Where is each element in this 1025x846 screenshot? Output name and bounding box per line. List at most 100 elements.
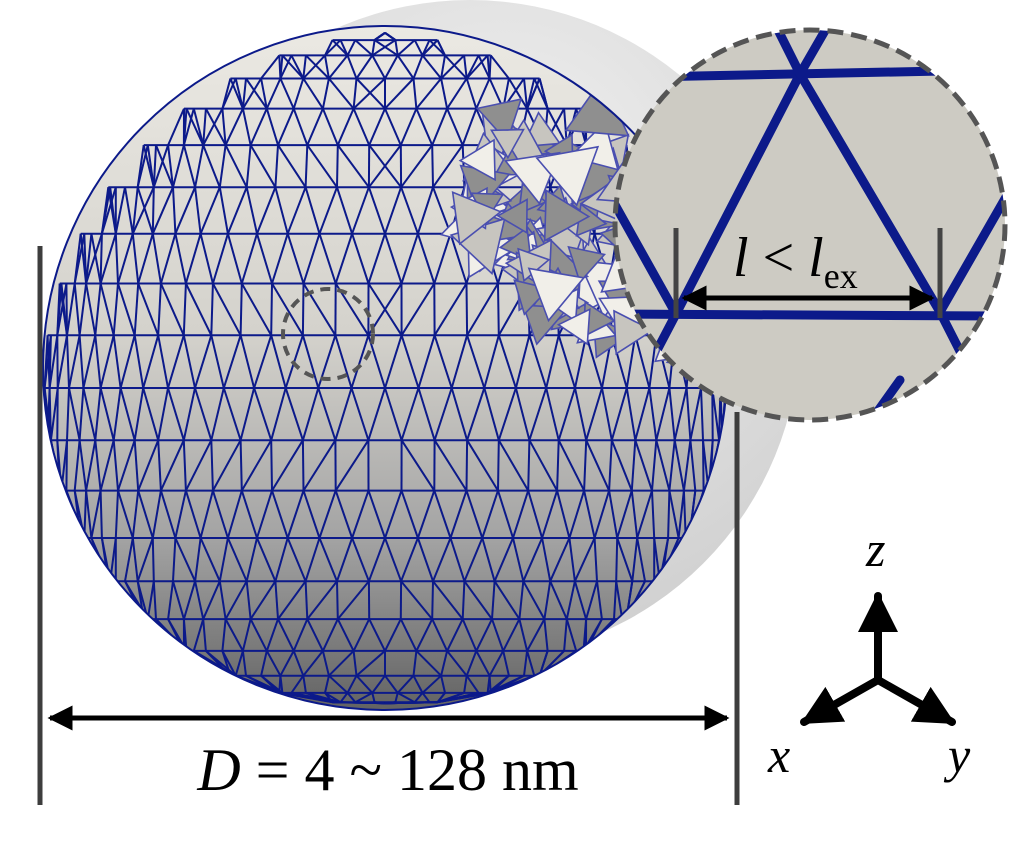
mesh-diagonal-edge <box>339 692 349 703</box>
mesh-diagonal-edge <box>711 387 721 441</box>
mesh-diagonal-edge <box>151 233 162 284</box>
mesh-diagonal-edge <box>396 54 415 80</box>
mesh-diagonal-edge <box>194 537 202 582</box>
mesh-diagonal-edge <box>167 144 174 188</box>
mesh-diagonal-edge <box>194 387 213 441</box>
mesh-diagonal-edge <box>137 283 160 336</box>
mesh-diagonal-edge <box>651 490 656 539</box>
mesh-diagonal-edge <box>384 701 438 705</box>
mesh-diagonal-edge <box>274 145 279 188</box>
mesh-diagonal-edge <box>224 108 244 146</box>
mesh-diagonal-edge <box>433 282 468 336</box>
mesh-diagonal-edge <box>371 54 386 79</box>
mesh-diagonal-edge <box>292 618 309 652</box>
mesh-diagonal-edge <box>461 108 478 146</box>
mesh-diagonal-edge <box>270 387 287 441</box>
mesh-diagonal-edge <box>260 650 268 676</box>
mesh-diagonal-edge <box>508 77 528 110</box>
mesh-diagonal-edge <box>306 108 324 146</box>
mesh-diagonal-edge <box>151 537 155 582</box>
mesh-diagonal-edge <box>239 283 243 336</box>
mesh-diagonal-edge <box>433 233 452 284</box>
mesh-diagonal-edge <box>226 233 243 284</box>
mesh-diagonal-edge <box>321 108 339 146</box>
mesh-diagonal-edge <box>167 108 185 146</box>
mesh-diagonal-edge <box>302 439 337 492</box>
mesh-diagonal-edge <box>625 387 637 441</box>
mesh-diagonal-edge <box>541 537 552 582</box>
y-axis-arrow <box>874 676 956 726</box>
mesh-diagonal-edge <box>625 335 637 389</box>
mesh-diagonal-edge <box>667 490 671 539</box>
mesh-diagonal-edge <box>415 650 442 677</box>
mesh-diagonal-edge <box>346 675 358 694</box>
mesh-diagonal-edge <box>182 387 196 441</box>
mesh-diagonal-edge <box>461 581 466 620</box>
mesh-diagonal-edge <box>324 675 330 694</box>
zoom-region-marker <box>281 287 375 381</box>
mesh-diagonal-edge <box>417 387 436 441</box>
mesh-diagonal-edge <box>328 674 349 694</box>
mesh-diagonal-edge <box>221 78 237 110</box>
mesh-diagonal-edge <box>270 335 287 389</box>
rough-mesh-facet <box>490 128 525 160</box>
mesh-diagonal-edge <box>436 692 446 703</box>
mesh-diagonal-edge <box>119 387 136 441</box>
mesh-diagonal-edge <box>174 186 197 235</box>
mesh-diagonal-edge <box>397 692 416 704</box>
mesh-diagonal-edge <box>202 108 224 146</box>
mesh-diagonal-edge <box>68 387 81 441</box>
inset-border <box>612 27 1008 423</box>
diameter-symbol: D <box>196 737 240 803</box>
mesh-diagonal-edge <box>222 334 242 389</box>
mesh-diagonal-edge <box>334 490 354 539</box>
mesh-diagonal-edge <box>336 537 354 582</box>
mesh-diagonal-edge <box>528 439 558 492</box>
mesh-diagonal-edge <box>384 675 399 694</box>
mesh-diagonal-edge <box>384 77 415 110</box>
mesh-diagonal-edge <box>302 675 307 694</box>
mesh-diagonal-edge <box>159 490 177 539</box>
mesh-diagonal-edge <box>68 335 81 389</box>
label-less-than: < <box>749 227 809 289</box>
mesh-diagonal-edge <box>368 108 386 146</box>
mesh-diagonal-edge <box>85 233 103 284</box>
mesh-diagonal-edge <box>440 55 446 79</box>
mesh-diagonal-edge <box>493 580 521 620</box>
mesh-diagonal-edge <box>412 78 418 109</box>
mesh-diagonal-edge <box>465 54 480 79</box>
mesh-diagonal-edge <box>65 283 68 336</box>
mesh-diagonal-edge <box>49 387 59 441</box>
mesh-diagonal-edge <box>400 144 434 188</box>
mesh-diagonal-edge <box>433 439 468 492</box>
mesh-diagonal-edge <box>66 387 70 441</box>
mesh-diagonal-edge <box>210 335 225 389</box>
diameter-label: D = 4 ~ 128 nm <box>196 737 578 803</box>
mesh-diagonal-edge <box>585 387 603 441</box>
mesh-diagonal-edge <box>583 440 588 491</box>
mesh-diagonal-edge <box>99 233 103 284</box>
mesh-diagonal-edge <box>241 650 247 676</box>
mesh-diagonal-edge <box>432 580 464 620</box>
mesh-diagonal-edge <box>221 618 227 652</box>
mesh-diagonal-edge <box>396 675 415 694</box>
mesh-diagonal-edge <box>302 55 307 79</box>
mesh-diagonal-edge <box>137 439 160 491</box>
mesh-diagonal-edge <box>199 490 214 539</box>
mesh-diagonal-edge <box>371 692 376 703</box>
mesh-diagonal-edge <box>502 618 521 652</box>
mesh-diagonal-edge <box>431 145 434 188</box>
mesh-diagonal-edge <box>346 55 358 79</box>
mesh-diagonal-edge <box>245 581 252 620</box>
mesh-diagonal-edge <box>557 387 576 441</box>
mesh-diagonal-edge <box>318 537 338 582</box>
mesh-diagonal-edge <box>85 283 97 336</box>
mesh-diagonal-edge <box>78 335 85 389</box>
mesh-diagonal-edge <box>432 186 452 235</box>
mesh-diagonal-edge <box>328 77 355 110</box>
mesh-diagonal-edge <box>304 537 321 582</box>
mesh-diagonal-edge <box>270 283 273 336</box>
mesh-diagonal-edge <box>351 537 370 582</box>
inset-length-label: l < lex <box>733 227 858 296</box>
mesh-diagonal-edge <box>279 78 295 110</box>
